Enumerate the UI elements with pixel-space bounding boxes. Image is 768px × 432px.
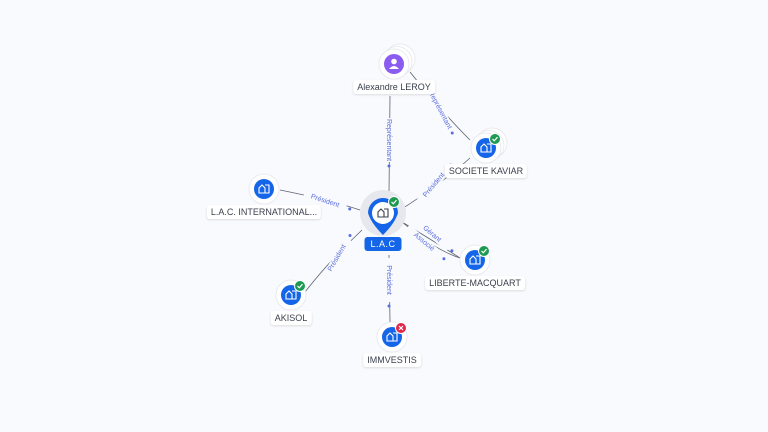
person-icon xyxy=(389,58,399,69)
node-lacint[interactable] xyxy=(248,173,280,205)
building-icon xyxy=(469,255,481,265)
edge-label: Président xyxy=(422,172,446,199)
building-icon xyxy=(386,332,398,342)
edge-label: Représentant xyxy=(385,119,392,161)
node-akisol[interactable] xyxy=(275,279,307,311)
building-icon xyxy=(480,143,492,153)
check-badge-icon xyxy=(489,133,501,145)
building-icon xyxy=(285,290,297,300)
node-label-leroy[interactable]: Alexandre LEROY xyxy=(353,80,435,94)
node-label-immvestis[interactable]: IMMVESTIS xyxy=(363,353,421,367)
edge-label: Président xyxy=(385,265,392,295)
node-kaviar[interactable] xyxy=(470,127,508,164)
node-label-liberte[interactable]: LIBERTE-MACQUART xyxy=(425,276,525,290)
node-label-lacint[interactable]: L.A.C. INTERNATIONAL... xyxy=(206,205,322,219)
edge-arrow-icon xyxy=(348,207,352,211)
building-icon xyxy=(377,208,389,218)
edge-arrow-icon xyxy=(387,304,391,308)
edge-arrow-icon xyxy=(450,131,454,135)
node-immvestis[interactable] xyxy=(376,321,408,353)
node-liberte[interactable] xyxy=(459,244,491,276)
edge-arrow-icon xyxy=(387,164,391,168)
building-icon xyxy=(258,184,270,194)
center-node-label[interactable]: L.A.C xyxy=(364,237,402,251)
node-leroy[interactable] xyxy=(378,43,416,80)
closed-badge-icon xyxy=(395,322,407,334)
check-badge-icon xyxy=(478,245,490,257)
edge-label: Président xyxy=(327,244,348,273)
edge-arrow-icon xyxy=(348,233,352,237)
edge-arrow-icon xyxy=(442,257,446,261)
node-label-kaviar[interactable]: SOCIETE KAVIAR xyxy=(444,164,528,178)
check-badge-icon xyxy=(294,280,306,292)
node-center[interactable] xyxy=(360,190,406,236)
check-badge-icon xyxy=(388,196,400,208)
edge-arrow-icon xyxy=(450,249,454,253)
node-label-akisol[interactable]: AKISOL xyxy=(270,311,312,325)
edge-label: Représentant xyxy=(427,90,453,130)
